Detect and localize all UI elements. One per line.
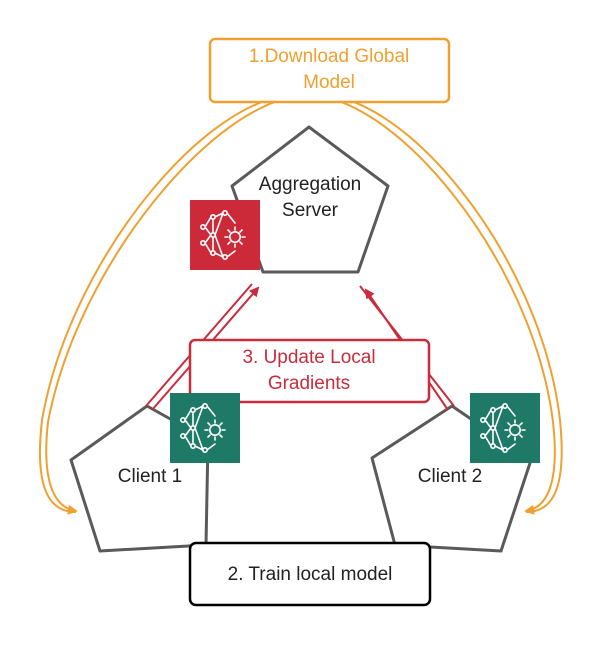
download-arrow-left bbox=[38, 94, 313, 515]
download-arrow-right bbox=[303, 94, 563, 515]
server-label-line2: Server bbox=[282, 200, 339, 221]
client-1-label: Client 1 bbox=[118, 466, 182, 487]
client-2-icon-tile bbox=[470, 393, 540, 463]
update-step-label-line2: Gradients bbox=[268, 373, 350, 394]
federated-learning-icon bbox=[179, 402, 226, 453]
aggregation-server-node bbox=[230, 125, 390, 274]
download-step-label-line2: Model bbox=[303, 72, 355, 93]
federated-learning-icon bbox=[479, 402, 526, 453]
federated-learning-icon bbox=[199, 209, 246, 260]
train-step-label: 2. Train local model bbox=[228, 564, 393, 585]
client-2-label: Client 2 bbox=[418, 466, 482, 487]
download-step-label-line1: 1.Download Global bbox=[249, 46, 410, 67]
client-1-icon-tile bbox=[170, 393, 240, 463]
server-label-line1: Aggregation bbox=[259, 174, 361, 195]
update-step-label-line1: 3. Update Local bbox=[242, 347, 375, 368]
download-step-box bbox=[208, 37, 451, 104]
train-step-box bbox=[188, 541, 432, 607]
server-icon-tile bbox=[190, 200, 260, 270]
update-step-box bbox=[188, 338, 431, 404]
